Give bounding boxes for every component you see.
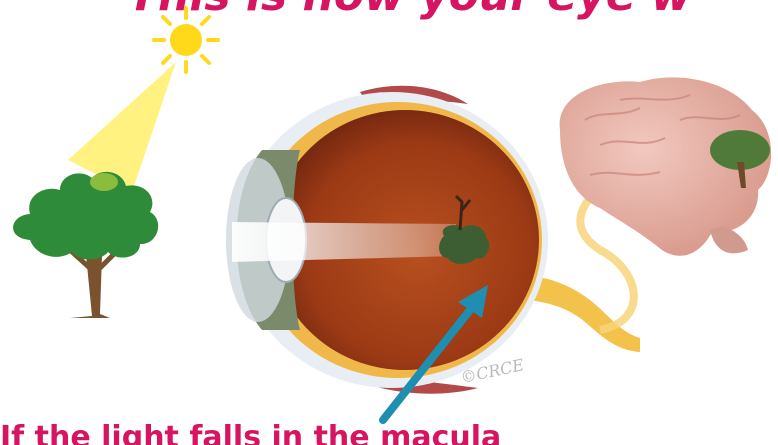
brain-illustration (560, 77, 772, 255)
light-beam (68, 62, 176, 192)
sun-icon (154, 8, 218, 72)
tree-icon (13, 172, 158, 318)
bottom-caption: If the light falls in the macula (0, 418, 778, 445)
